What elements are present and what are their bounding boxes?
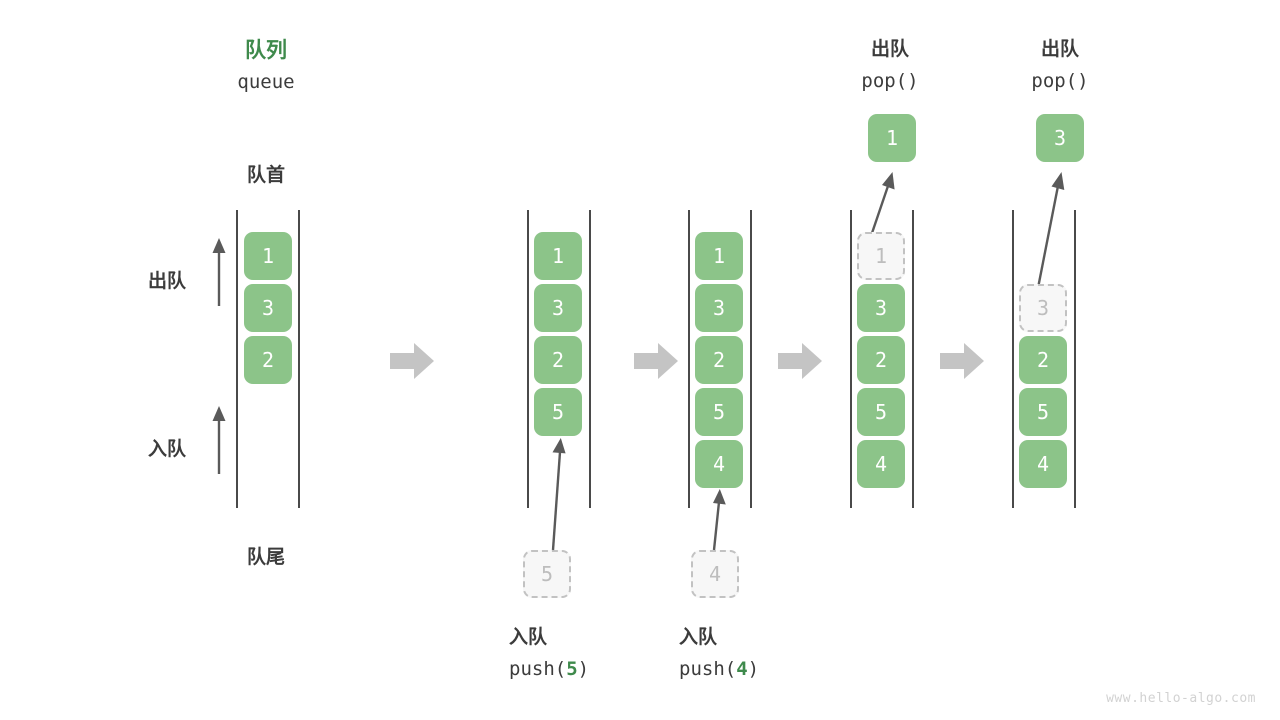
popped-cell[interactable]: 1 [868,114,916,162]
queue-cell[interactable]: 2 [244,336,292,384]
queue-rail-right [912,210,914,508]
transition-arrow-icon [778,343,822,379]
step-caption-cn: 出队 [870,38,910,60]
enqueue-arrow-icon [712,489,726,551]
step-caption-cn: 入队 [679,626,718,648]
dequeue-arrow-icon [869,172,895,237]
step-caption-code: pop() [861,70,919,92]
queue-cell[interactable]: 2 [857,336,905,384]
watermark: www.hello-algo.com [1106,691,1256,706]
enqueue-direction-label: 入队 [148,438,187,460]
queue-rail-left [1012,210,1014,508]
queue-cell[interactable]: 2 [695,336,743,384]
queue-cell[interactable]: 3 [534,284,582,332]
queue-cell-ghost: 1 [857,232,905,280]
enqueue-arrow-icon [551,438,566,551]
dequeue-direction-arrow-icon [212,238,226,306]
code-prefix: push( [679,658,737,680]
step-caption-code: pop() [1031,70,1089,92]
queue-cell[interactable]: 1 [695,232,743,280]
queue-cell[interactable]: 2 [1019,336,1067,384]
transition-arrow-icon [940,343,984,379]
queue-cell[interactable]: 1 [534,232,582,280]
figure-title-cn: 队列 [245,38,287,62]
dequeue-direction-label: 出队 [148,270,187,292]
queue-cell[interactable]: 5 [1019,388,1067,436]
transition-arrow-icon [390,343,434,379]
queue-cell-ghost: 3 [1019,284,1067,332]
queue-cell[interactable]: 4 [857,440,905,488]
queue-cell[interactable]: 4 [1019,440,1067,488]
queue-cell-new[interactable]: 4 [695,440,743,488]
code-suffix: ) [747,658,760,680]
code-argument: 5 [566,658,578,680]
popped-cell[interactable]: 3 [1036,114,1084,162]
queue-rail-left [688,210,690,508]
queue-head-label: 队首 [246,164,286,186]
queue-rail-right [589,210,591,508]
queue-cell-new[interactable]: 5 [534,388,582,436]
queue-cell[interactable]: 5 [695,388,743,436]
enqueue-direction-arrow-icon [212,406,226,474]
step-caption-cn: 出队 [1040,38,1080,60]
transition-arrow-icon [634,343,678,379]
incoming-ghost-cell: 5 [523,550,571,598]
queue-cell[interactable]: 3 [695,284,743,332]
queue-cell[interactable]: 2 [534,336,582,384]
queue-tail-label: 队尾 [246,546,286,568]
queue-cell[interactable]: 5 [857,388,905,436]
dequeue-arrow-icon [1036,172,1065,289]
step-caption-code: push(4) [679,658,759,680]
queue-cell[interactable]: 1 [244,232,292,280]
step-caption-cn: 入队 [509,626,548,648]
queue-rail-left [850,210,852,508]
step-caption-code: push(5) [509,658,589,680]
queue-rail-left [236,210,238,508]
queue-cell[interactable]: 3 [857,284,905,332]
queue-rail-right [298,210,300,508]
queue-rail-left [527,210,529,508]
queue-cell[interactable]: 3 [244,284,292,332]
incoming-ghost-cell: 4 [691,550,739,598]
code-prefix: push( [509,658,567,680]
code-suffix: ) [577,658,590,680]
queue-rail-right [750,210,752,508]
figure-title-en: queue [237,71,295,93]
code-argument: 4 [736,658,748,680]
queue-rail-right [1074,210,1076,508]
